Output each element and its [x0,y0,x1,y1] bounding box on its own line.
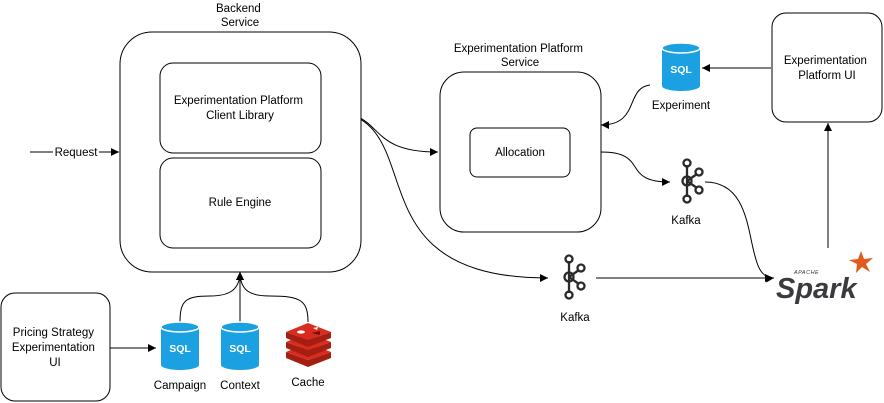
kafka-to-spark-top-edge [704,181,775,283]
kafka-top: Kafka [671,158,704,227]
pricing-ui-box [0,292,111,402]
kafka-icon [681,158,704,204]
client-library-label: Experimentation Platform Client Library [174,95,306,122]
sql-database-icon: SQL [160,321,200,370]
backend-service-title: Backend Service [216,3,264,29]
exp-platform-service-title: Experimentation Platform Service [454,43,586,69]
cache-store: Cache [286,323,331,389]
backend-service-title-line2: Service [221,17,259,29]
client-library-box [159,62,322,154]
experimentation-platform-service: Experimentation Platform Service Allocat… [439,43,602,233]
rule-engine-label: Rule Engine [209,197,272,209]
svg-text:SQL: SQL [229,343,251,355]
client-library-label-line2: Client Library [206,110,274,122]
experiment-database: SQL Experiment [652,42,711,112]
kafka-bottom: Kafka [560,254,590,324]
context-database: SQL Context [220,321,261,392]
spark-icon: APACHE Spark [776,251,873,305]
backend-service-title-line1: Backend [216,3,261,15]
exp-platform-ui-label-line1: Experimentation [784,55,867,67]
exp-platform-service-title-line1: Experimentation Platform [454,43,583,55]
sql-database-icon: SQL [661,42,701,91]
spark-apache-text: APACHE [793,270,819,276]
kafka-bottom-label: Kafka [560,312,590,324]
request-label-bg [53,145,99,159]
exp-platform-ui-box [771,12,883,123]
svg-text:SQL: SQL [670,64,692,76]
pricing-ui-label-line2: Experimentation [12,342,95,354]
kafka-icon [563,254,586,300]
spark-star [849,251,873,273]
campaign-db-label: Campaign [154,380,206,392]
kafka-top-label: Kafka [671,215,701,227]
pricing-ui-label-line3: UI [49,357,61,369]
svg-text:SQL: SQL [169,343,191,355]
sql-database-icon: SQL [220,321,260,370]
exp-platform-ui-label-line2: Platform UI [798,70,856,82]
experiment-db-to-allocation-edge [600,84,651,129]
allocation-to-kafka-edge [600,151,671,186]
redis-icon [286,323,331,367]
backend-service: Backend Service Experimentation Platform… [119,3,362,273]
experiment-db-label: Experiment [652,100,711,112]
pricing-ui-label-line1: Pricing Strategy [13,327,94,339]
allocation-label: Allocation [495,147,545,159]
exp-platform-service-title-line2: Service [501,57,539,69]
exp-platform-ui-label: Experimentation Platform UI [784,55,870,82]
request-label: Request [55,147,99,159]
exp-platform-ui: Experimentation Platform UI [771,12,883,123]
client-library-label-line1: Experimentation Platform [174,95,303,107]
rule-engine-box [159,157,322,249]
spark-wordmark: Spark [776,273,858,305]
campaign-to-backend-edge [179,271,244,323]
cache-to-backend-edge [236,271,309,323]
context-db-label: Context [220,380,260,392]
pricing-ui-label: Pricing Strategy Experimentation UI [12,327,98,369]
cache-label: Cache [291,377,324,389]
spark-processor: APACHE Spark [776,251,873,305]
pricing-strategy-ui: Pricing Strategy Experimentation UI [0,292,111,402]
campaign-database: SQL Campaign [154,321,206,392]
allocation-box [469,127,571,178]
